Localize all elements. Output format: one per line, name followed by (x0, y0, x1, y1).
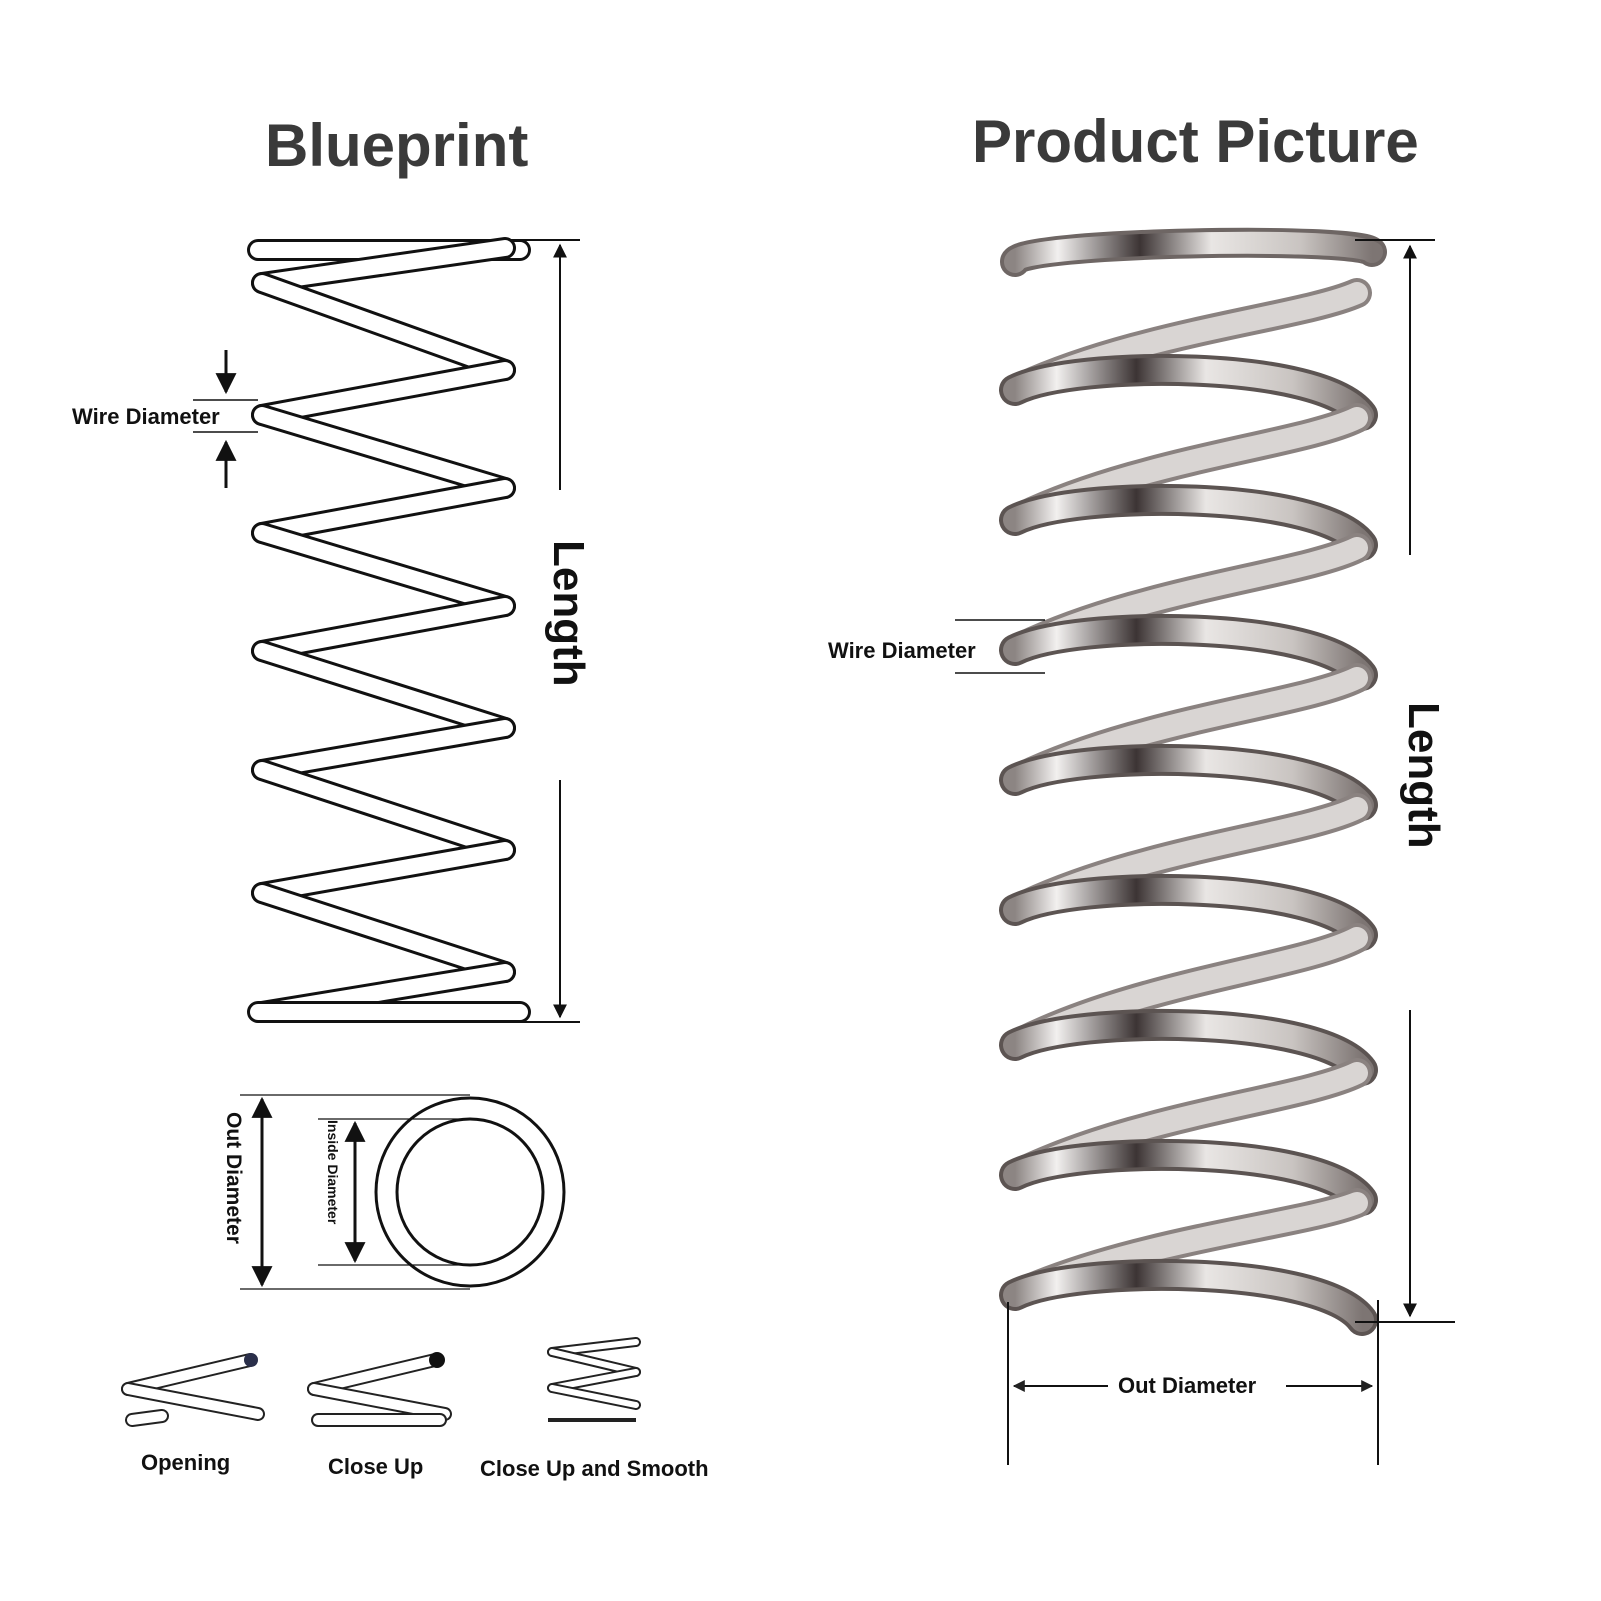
blueprint-length-dimension (520, 239, 580, 1023)
inside-diameter-dimension (318, 1118, 470, 1266)
product-length-dimension (1355, 239, 1455, 1323)
out-diameter-label: Out Diameter (222, 1112, 245, 1244)
blueprint-wire-diameter-dimension (193, 350, 258, 488)
product-length-label: Length (1399, 702, 1448, 849)
end-type-close-up-icon (307, 1352, 452, 1427)
product-spring (999, 227, 1387, 1336)
product-out-diameter-label: Out Diameter (1118, 1373, 1257, 1398)
out-diameter-dimension (240, 1094, 470, 1290)
blueprint-length-label: Length (544, 540, 593, 687)
blueprint-title: Blueprint (265, 112, 529, 179)
product-wire-diameter-label: Wire Diameter (828, 638, 976, 663)
blueprint-spring (247, 237, 531, 1023)
blueprint-wire-diameter-label: Wire Diameter (72, 404, 220, 429)
end-type-close-up-label: Close Up (328, 1454, 424, 1479)
product-wire-diameter-dimension (955, 619, 1045, 674)
end-type-close-up-smooth-label: Close Up and Smooth (480, 1456, 709, 1481)
product-out-diameter-dimension (1007, 1300, 1379, 1465)
inside-diameter-label: Inside Diameter (325, 1120, 341, 1225)
end-type-close-up-smooth-icon (547, 1337, 641, 1422)
end-type-opening-icon (121, 1353, 265, 1427)
end-view-rings (374, 1096, 566, 1288)
end-type-opening-label: Opening (141, 1450, 231, 1475)
product-picture-title: Product Picture (972, 108, 1419, 175)
